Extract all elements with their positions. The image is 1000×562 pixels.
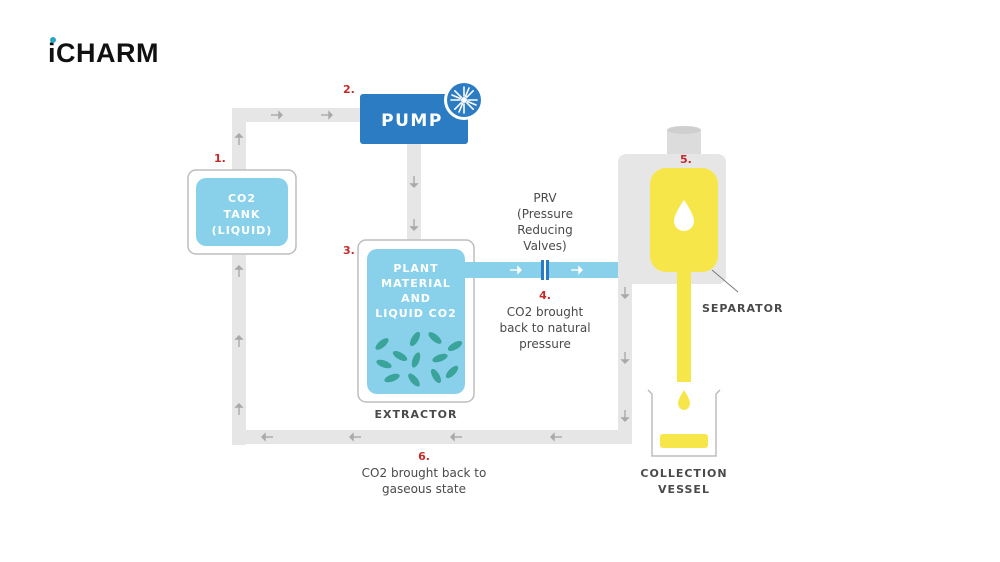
pipe-left-return <box>232 255 246 445</box>
leaf-icon <box>375 338 389 350</box>
arrow-icon <box>349 432 361 442</box>
prv-label-line3: Reducing <box>517 223 573 237</box>
separator-cap-top <box>667 126 701 134</box>
arrow-icon <box>620 352 630 364</box>
arrow-icon <box>450 432 462 442</box>
arrow-icon <box>409 219 419 231</box>
arrow-icon <box>271 110 283 120</box>
extractor-label-line4: LIQUID CO2 <box>375 307 457 320</box>
droplet-icon <box>674 200 694 231</box>
pipe-prv-to-separator <box>549 262 619 278</box>
arrow-icon <box>234 335 244 347</box>
leaf-icon <box>445 365 459 379</box>
pipe-bottom <box>232 430 632 444</box>
arrow-icon <box>234 265 244 277</box>
leaf-icon <box>384 373 400 383</box>
flow-arrows <box>234 110 630 442</box>
leaf-icon <box>432 353 448 363</box>
extractor-label-line2: MATERIAL <box>381 277 451 290</box>
co2-tank: CO2 TANK (LIQUID) 1. <box>187 152 297 255</box>
extractor: 3. PLANT MATERIAL AND LIQUID CO2 EXTRACT… <box>343 239 475 421</box>
leaf-icon <box>376 359 392 369</box>
extractor-caption: EXTRACTOR <box>375 408 458 421</box>
return-labels: 6. CO2 brought back to gaseous state <box>362 450 487 496</box>
prv-labels: PRV (Pressure Reducing Valves) 4. CO2 br… <box>499 191 590 351</box>
arrow-icon <box>550 432 562 442</box>
arrow-icon <box>620 410 630 422</box>
tank-label-line3: (LIQUID) <box>212 224 273 237</box>
vessel-label-line2: VESSEL <box>658 483 710 496</box>
step-number-2: 2. <box>343 83 355 96</box>
vessel-contents <box>660 434 708 448</box>
logo-dot <box>50 37 56 43</box>
tank-label-line1: CO2 <box>228 192 256 205</box>
logo-i-letter: i <box>48 38 57 68</box>
step-number-3: 3. <box>343 244 355 257</box>
return-desc-line2: gaseous state <box>382 482 466 496</box>
prv-label-line2: (Pressure <box>517 207 573 221</box>
separator-cap <box>667 130 701 158</box>
return-desc-line1: CO2 brought back to <box>362 466 487 480</box>
arrow-icon <box>409 176 419 188</box>
pump-label: PUMP <box>381 111 443 131</box>
vessel-outline <box>647 389 721 457</box>
prv-label-line4: Valves) <box>523 239 566 253</box>
step-number-1: 1. <box>214 152 226 165</box>
separator-caption: SEPARATOR <box>702 302 783 315</box>
logo-text: CHARM <box>56 38 160 68</box>
prv-desc-line2: back to natural <box>499 321 590 335</box>
step-number-4: 4. <box>539 289 551 302</box>
leaves <box>375 331 463 387</box>
pipes <box>232 108 632 445</box>
pipe-pump-down <box>407 144 421 240</box>
prv-desc-line1: CO2 brought <box>507 305 584 319</box>
arrow-icon <box>620 287 630 299</box>
pipe-top <box>232 108 362 122</box>
arrow-icon <box>234 403 244 415</box>
leaf-icon <box>430 368 442 384</box>
leaf-icon <box>428 332 442 344</box>
prv-valve-right <box>546 260 549 280</box>
separator-leader-line <box>711 269 739 293</box>
leaf-icon <box>447 340 463 352</box>
pump: PUMP 2. <box>343 80 484 144</box>
leaf-icon <box>392 350 408 362</box>
arrow-icon <box>261 432 273 442</box>
high-pressure-line <box>465 260 619 280</box>
tank-label-line2: TANK <box>224 208 261 221</box>
vessel-label-line1: COLLECTION <box>640 467 727 480</box>
step-number-6: 6. <box>418 450 430 463</box>
arrow-icon <box>321 110 333 120</box>
prv-label-line1: PRV <box>533 191 557 205</box>
leaf-icon <box>411 352 421 368</box>
droplet-icon <box>678 390 690 410</box>
prv-desc-line3: pressure <box>519 337 571 351</box>
pipe-extractor-to-prv <box>465 262 541 278</box>
pump-body <box>360 94 468 144</box>
logo-i: i <box>48 37 57 69</box>
prv-valve-left <box>541 260 544 280</box>
arrow-icon <box>234 133 244 145</box>
extractor-label-line3: AND <box>401 292 431 305</box>
step-number-5: 5. <box>680 153 692 166</box>
leaf-icon <box>409 331 421 347</box>
extractor-label-line1: PLANT <box>393 262 438 275</box>
fan-icon <box>444 80 484 120</box>
separator-outflow <box>677 270 691 382</box>
separator: 5. SEPARATOR <box>618 126 783 382</box>
brand-logo: i CHARM <box>48 37 160 69</box>
tank-liquid <box>196 178 288 246</box>
collection-vessel: COLLECTION VESSEL <box>640 389 727 496</box>
arrow-icon <box>571 265 583 275</box>
leaf-icon <box>408 373 420 387</box>
arrow-icon <box>510 265 522 275</box>
